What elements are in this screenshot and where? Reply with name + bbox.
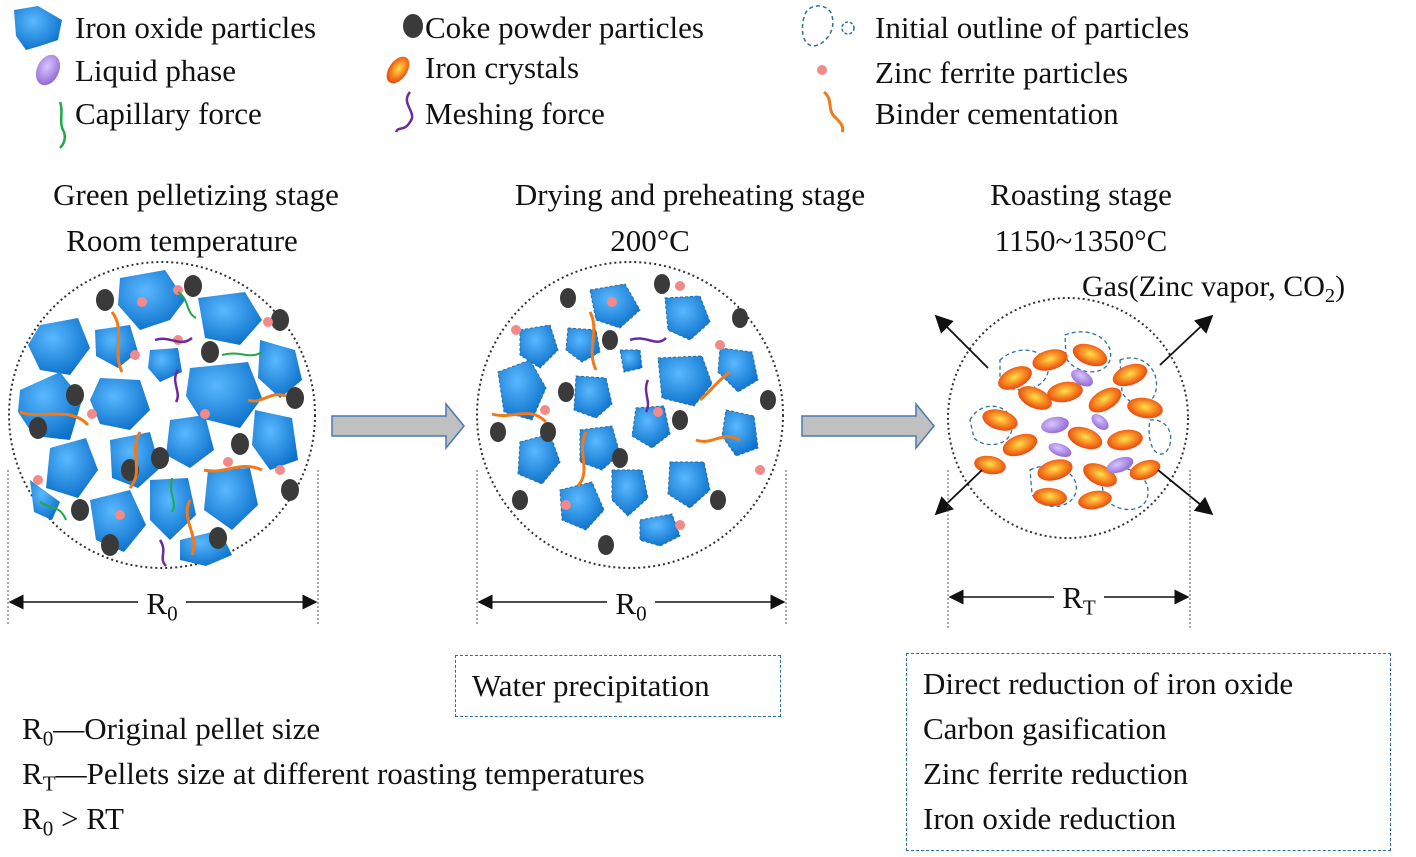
legend-binder-icon <box>822 90 845 133</box>
note-comparison: R0 > RT <box>22 801 124 841</box>
reaction-item: Iron oxide reduction <box>923 801 1177 836</box>
legend-capillary-label: Capillary force <box>75 96 262 131</box>
reaction-item: Zinc ferrite reduction <box>923 756 1189 791</box>
legend-meshing-icon <box>394 91 414 133</box>
legend-iron-crystal-icon <box>386 56 410 84</box>
legend-meshing-label: Meshing force <box>425 96 605 131</box>
legend-liquid-label: Liquid phase <box>75 53 236 88</box>
pellet-green <box>8 261 316 569</box>
legend-iron-oxide-icon <box>14 6 62 50</box>
dimension-label-3: RT <box>1062 580 1096 620</box>
legend-outline-label: Initial outline of particles <box>875 10 1190 45</box>
legend-zinc-ferrite-icon <box>817 65 827 75</box>
stage-3-temp: 1150~1350°C <box>994 223 1168 258</box>
dimension-guides <box>7 470 1191 630</box>
stage-1-temp: Room temperature <box>66 223 298 258</box>
gas-label: Gas(Zinc vapor, CO2) <box>1082 270 1346 308</box>
stage-arrow-2 <box>801 401 935 451</box>
stage-3-title: Roasting stage <box>990 177 1172 212</box>
water-precipitation-box: Water precipitation <box>455 655 781 717</box>
legend-outline-icon <box>801 5 855 47</box>
water-precipitation-label: Water precipitation <box>472 668 710 703</box>
stage-2-temp: 200°C <box>610 223 690 258</box>
note-r0: R0—Original pellet size <box>22 711 321 751</box>
stage-2-title: Drying and preheating stage <box>514 177 866 212</box>
stage-1-title: Green pelletizing stage <box>53 177 339 212</box>
legend-capillary-icon <box>58 101 67 149</box>
dimension-label-2: R0 <box>615 586 647 626</box>
legend-iron-crystals-label: Iron crystals <box>425 50 580 85</box>
legend-iron-oxide-label: Iron oxide particles <box>75 10 317 45</box>
legend-binder-label: Binder cementation <box>875 96 1119 131</box>
legend-zinc-ferrite-label: Zinc ferrite particles <box>875 55 1129 90</box>
reactions-box: Direct reduction of iron oxide Carbon ga… <box>906 653 1391 851</box>
legend-coke-icon <box>403 14 423 38</box>
note-rt: RT—Pellets size at different roasting te… <box>22 756 645 796</box>
dimension-arrows <box>8 589 1190 610</box>
dimension-label-1: R0 <box>146 586 178 626</box>
pellet-roasted <box>934 297 1214 539</box>
pellet-dried <box>476 261 784 569</box>
legend-liquid-icon <box>35 54 61 86</box>
reaction-item: Direct reduction of iron oxide <box>923 666 1294 701</box>
reaction-item: Carbon gasification <box>923 711 1167 746</box>
legend-coke-label: Coke powder particles <box>425 10 704 45</box>
stage-arrow-1 <box>331 401 465 451</box>
